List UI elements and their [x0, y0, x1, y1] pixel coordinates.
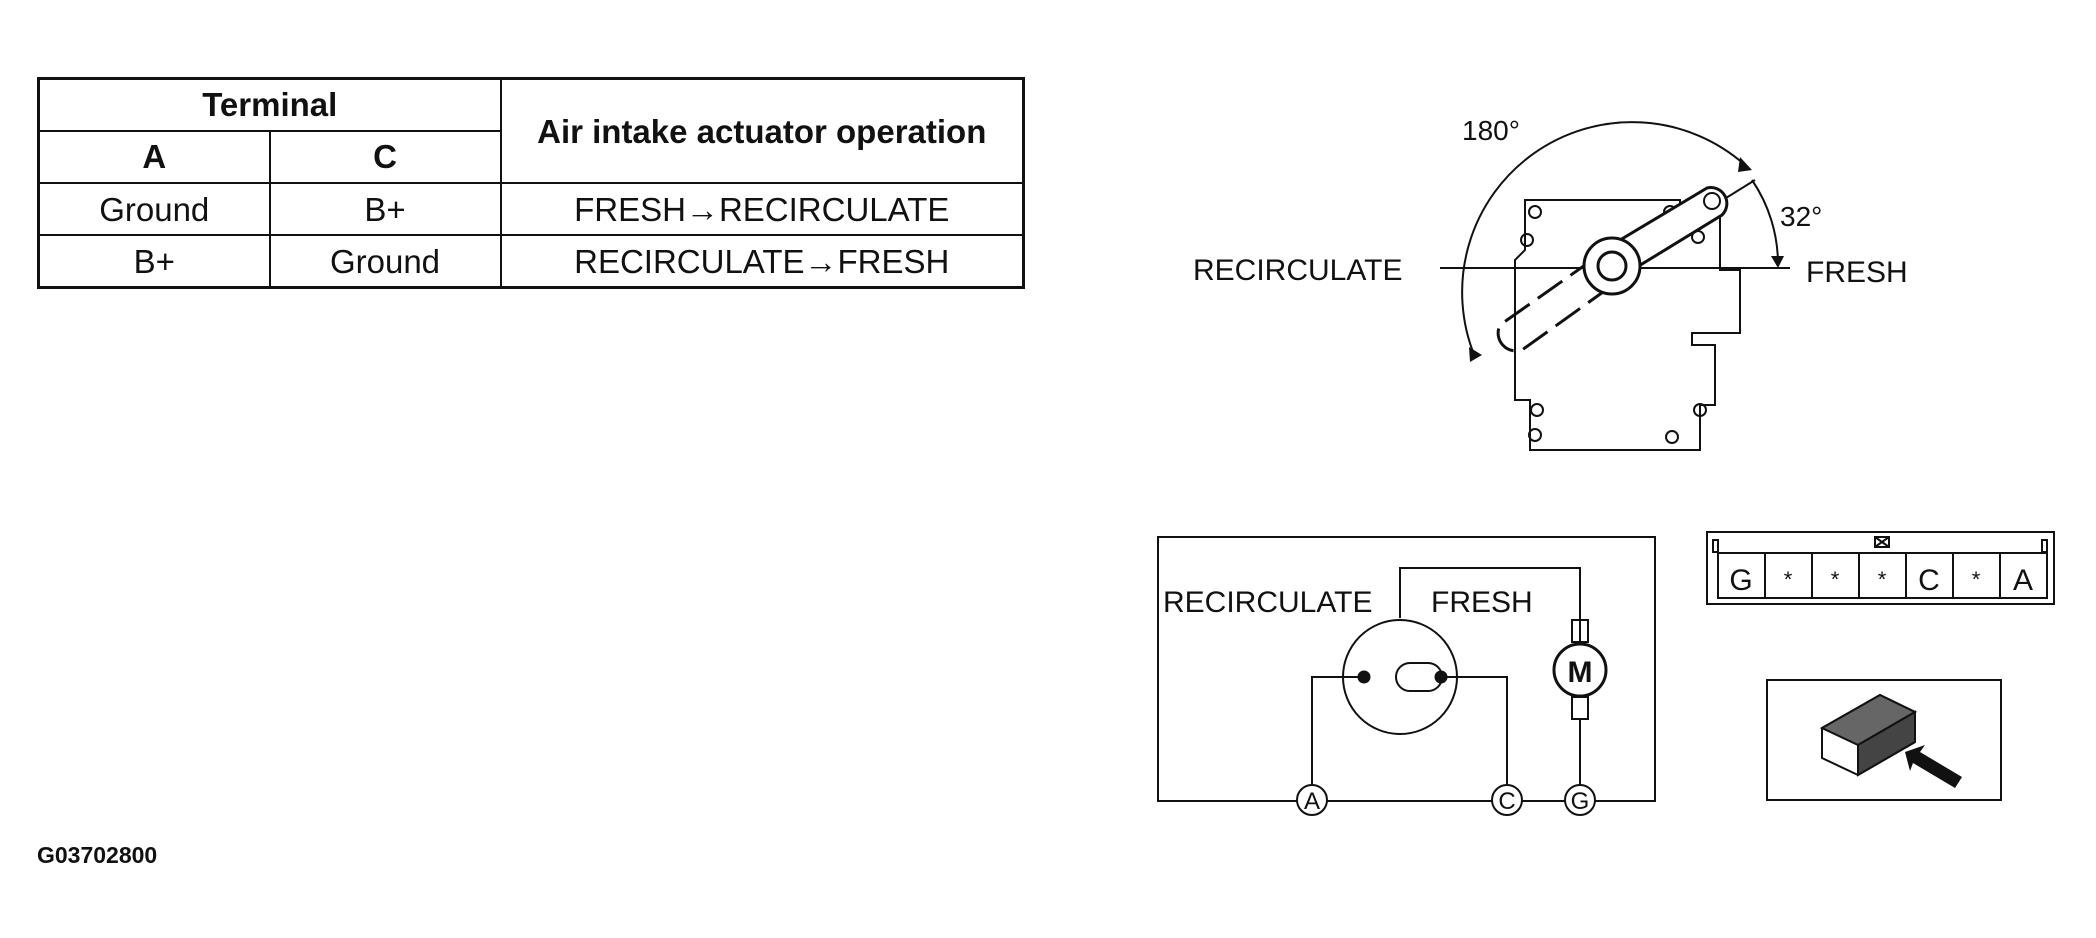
- actuator-pivot-inner: [1596, 250, 1628, 282]
- actuator-arm-recirculate: [1496, 256, 1618, 353]
- mount-hole: [1693, 403, 1707, 417]
- switch-to-motor-wire: [1399, 567, 1581, 620]
- mount-hole: [1520, 233, 1534, 247]
- schematic-frame: [1157, 536, 1656, 802]
- actuator-view: [1440, 121, 1790, 451]
- mount-hole: [1530, 403, 1544, 417]
- connector-pin: *: [1878, 567, 1887, 592]
- connector-pin: G: [1729, 564, 1752, 597]
- arc-arrowhead: [1469, 347, 1482, 362]
- operation-header: Air intake actuator operation: [499, 77, 1025, 184]
- connector-pin: *: [1784, 567, 1793, 592]
- motor-brush-bottom: [1571, 696, 1589, 720]
- schematic-recirculate-label: RECIRCULATE: [1163, 586, 1372, 619]
- table-cell-a: Ground: [37, 181, 271, 237]
- motor-brush-top: [1571, 619, 1589, 643]
- table-cell-operation: FRESH→RECIRCULATE: [499, 181, 1025, 237]
- connector-pin-row: [1717, 552, 2048, 599]
- connector-pin: A: [2013, 564, 2033, 597]
- table-cell-a: B+: [37, 234, 271, 289]
- schematic-fresh-label: FRESH: [1431, 586, 1533, 619]
- angle-arc-180: [1461, 121, 1746, 358]
- table-subheader-row: A C: [37, 129, 1024, 185]
- table-row: Ground B+ FRESH→RECIRCULATE: [37, 181, 1025, 237]
- connector-latch-mark: [1874, 536, 1890, 548]
- mount-hole: [1665, 430, 1679, 444]
- wiring-schematic: [1157, 536, 1656, 816]
- table-cell-operation: RECIRCULATE→FRESH: [499, 234, 1025, 289]
- motor-label: M: [1568, 656, 1593, 689]
- mount-hole: [1528, 205, 1542, 219]
- terminal-g-label: G: [1571, 788, 1590, 815]
- wire-c: [1441, 676, 1508, 800]
- arm-end-hole: [1703, 192, 1721, 210]
- terminal-c-label: C: [1498, 788, 1515, 815]
- connector-3d-front: [1857, 710, 1916, 777]
- terminal-c-header: C: [268, 129, 502, 185]
- arc-arrowhead: [1771, 256, 1784, 268]
- terminal-g-circle: [1564, 784, 1596, 816]
- connector-guide: [1712, 539, 1719, 553]
- actuator-pivot-outer: [1582, 236, 1642, 296]
- terminal-c-circle: [1491, 784, 1523, 816]
- terminal-a-header: A: [37, 129, 271, 185]
- terminal-operation-table: Terminal Air intake actuator operation A…: [37, 77, 1025, 289]
- connector-pin: *: [1831, 567, 1840, 592]
- connector-latch: [1874, 536, 1890, 548]
- connector-view-icon: [1766, 679, 2002, 801]
- connector-pin: *: [1972, 567, 1981, 592]
- arc-arrowhead: [1738, 157, 1752, 172]
- terminal-a-circle: [1296, 784, 1328, 816]
- angle-180-label: 180°: [1462, 115, 1520, 146]
- connector-pin: C: [1918, 564, 1940, 597]
- connector-guide: [2041, 539, 2048, 553]
- angle-32-label: 32°: [1780, 201, 1822, 232]
- mount-hole: [1528, 428, 1542, 442]
- terminal-a-label: A: [1304, 788, 1320, 815]
- connector-face: [1706, 531, 2055, 605]
- table-header-row: Terminal Air intake actuator operation: [37, 77, 1025, 184]
- figure-id: G03702800: [37, 842, 158, 868]
- angle-arc-32: [1751, 179, 1779, 265]
- fresh-label: FRESH: [1806, 256, 1908, 289]
- table-cell-c: B+: [268, 181, 502, 237]
- terminal-header: Terminal: [37, 77, 502, 132]
- connector-icon-frame: [1766, 679, 2002, 801]
- table-row: B+ Ground RECIRCULATE→FRESH: [37, 234, 1025, 289]
- table-cell-c: Ground: [268, 234, 502, 289]
- arrow-icon: [1905, 745, 1962, 788]
- recirculate-label: RECIRCULATE: [1193, 254, 1402, 287]
- wire-a: [1311, 676, 1364, 800]
- connector-outline: [1706, 531, 2055, 605]
